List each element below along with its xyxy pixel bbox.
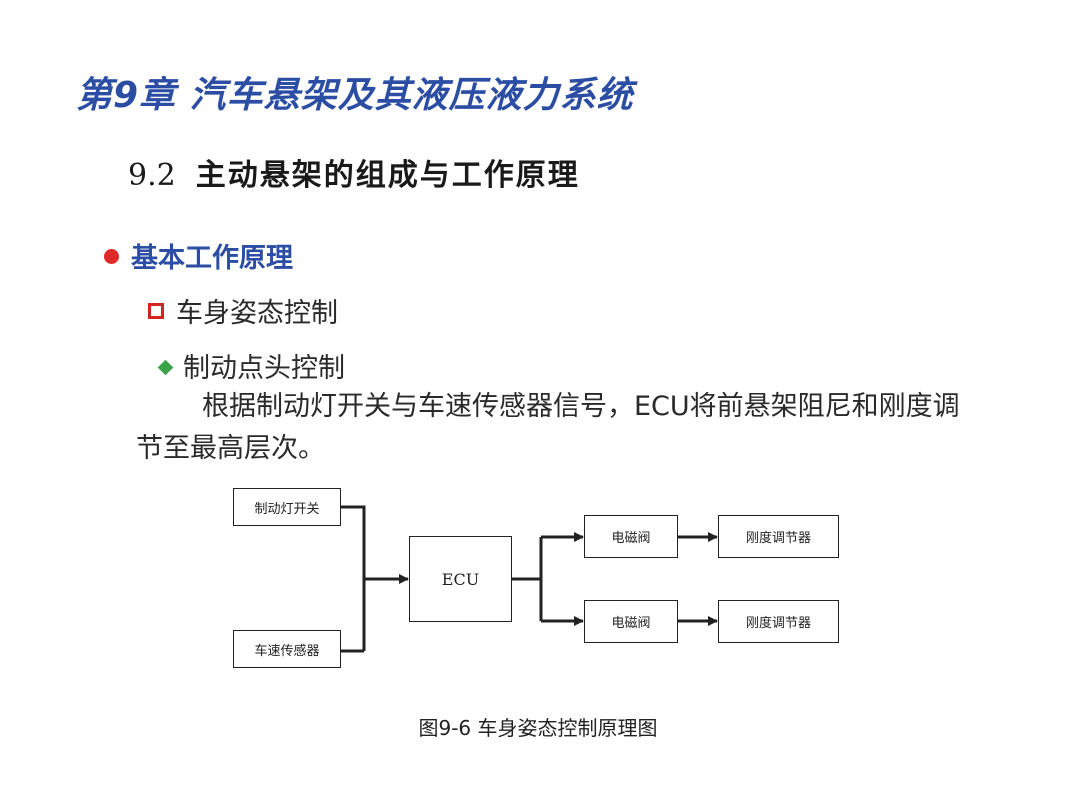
box-brake-light-switch: 制动灯开关 <box>233 488 341 526</box>
red-dot-bullet-icon <box>104 249 119 264</box>
body-paragraph: 根据制动灯开关与车速传感器信号，ECU将前悬架阻尼和刚度调节至最高层次。 <box>136 391 960 464</box>
bullet-level2: 车身姿态控制 <box>148 291 338 330</box>
box-stiffness-adjuster-1: 刚度调节器 <box>718 515 839 558</box>
bullet-level3-text: 制动点头控制 <box>183 353 345 384</box>
figure-caption: 图9-6 车身姿态控制原理图 <box>418 716 658 740</box>
box-stiffness-adjuster-2: 刚度调节器 <box>718 600 839 643</box>
box-solenoid-valve-1: 电磁阀 <box>584 515 678 558</box>
bullet-level2-text: 车身姿态控制 <box>176 298 338 329</box>
section-title-text: 主动悬架的组成与工作原理 <box>195 158 580 193</box>
bullet-level1: 基本工作原理 <box>104 236 293 275</box>
section-number: 9.2 <box>128 158 176 193</box>
box-solenoid-valve-2: 电磁阀 <box>584 600 678 643</box>
bullet-level3: 制动点头控制 <box>157 346 345 385</box>
box-speed-sensor: 车速传感器 <box>233 630 341 668</box>
section-title: 9.2 主动悬架的组成与工作原理 <box>128 150 580 194</box>
box-ecu: ECU <box>409 536 512 622</box>
bullet-level1-text: 基本工作原理 <box>131 243 293 274</box>
chapter-title: 第9章 汽车悬架及其液压液力系统 <box>76 75 634 116</box>
connector-brake-switch <box>340 505 366 651</box>
hollow-square-bullet-icon <box>148 303 164 319</box>
